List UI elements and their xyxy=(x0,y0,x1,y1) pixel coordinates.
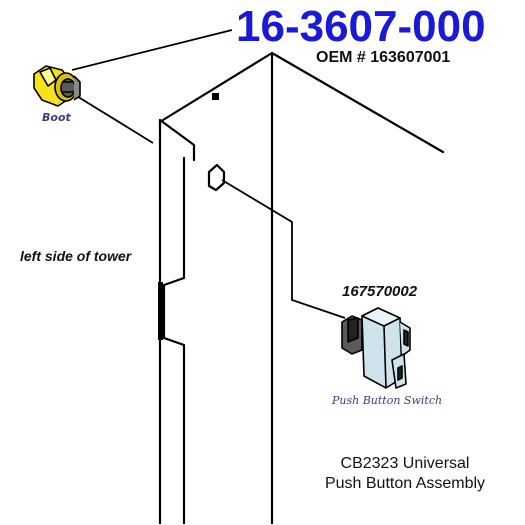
switch-hole xyxy=(207,163,226,192)
leader-switch xyxy=(221,179,346,319)
oem-number: OEM # 163607001 xyxy=(316,49,451,66)
leader-part-number xyxy=(71,29,233,71)
leader-boot xyxy=(74,94,154,144)
tower-side-label: left side of tower xyxy=(20,248,132,264)
assembly-line-1: CB2323 Universal xyxy=(340,455,470,472)
assembly-line-2: Push Button Assembly xyxy=(324,475,486,492)
side-panel-inner-edge xyxy=(162,156,186,525)
side-panel-rail xyxy=(158,282,163,340)
boot-icon xyxy=(33,65,81,107)
push-button-switch-icon xyxy=(341,307,411,389)
switch-part-number: 167570002 xyxy=(342,283,418,300)
tower-top-edge xyxy=(161,51,445,154)
side-panel-top-fold xyxy=(158,118,196,162)
switch-name-label: Push Button Switch xyxy=(332,394,443,407)
boot-label: Boot xyxy=(42,111,71,124)
top-vent-mark xyxy=(212,93,219,100)
assembly-caption: CB2323 Universal Push Button Assembly xyxy=(300,454,510,494)
part-number-title: 16-3607-000 xyxy=(236,2,486,51)
